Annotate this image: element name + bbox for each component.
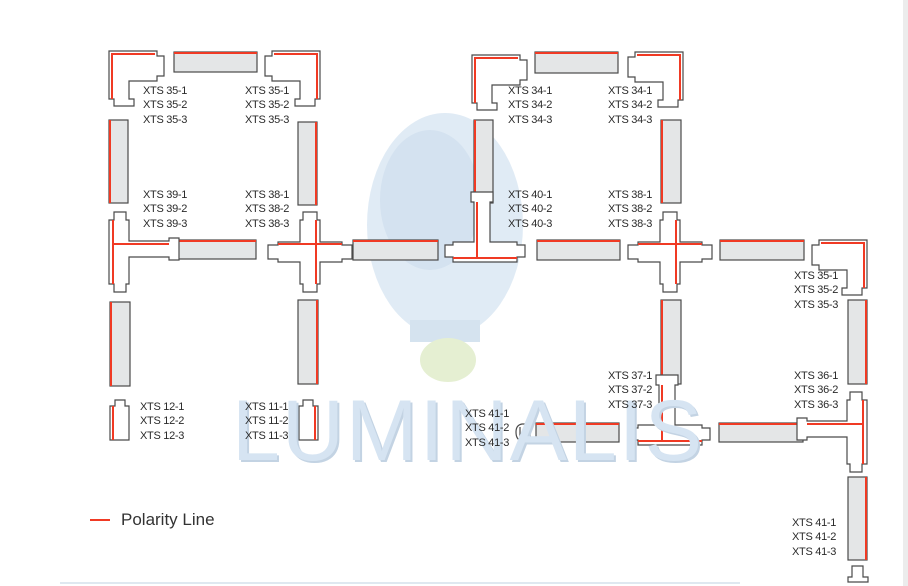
part-number: XTS 11-2: [245, 415, 289, 428]
part-number: XTS 35-2: [143, 99, 188, 112]
part-number: XTS 40-1: [508, 189, 553, 201]
l-connector: [264, 50, 321, 107]
l-connector: [108, 50, 165, 107]
end-feed: [298, 399, 319, 441]
part-number: XTS 35-1: [245, 85, 290, 97]
legend-label: Polarity Line: [121, 510, 215, 529]
legend: Polarity Line: [90, 510, 215, 530]
part-number: XTS 37-1: [608, 370, 653, 382]
straight-track: [108, 119, 129, 204]
straight-track: [534, 51, 619, 74]
page-edge-strip: [903, 0, 908, 586]
bottom-rule: [60, 582, 740, 584]
straight-track: [719, 239, 805, 261]
t-connector: [629, 374, 711, 446]
straight-track: [660, 299, 682, 385]
straight-track: [847, 299, 868, 385]
part-number: XTS 34-3: [508, 113, 553, 126]
l-connector: [471, 54, 528, 111]
part-number: XTS 34-3: [608, 113, 653, 126]
watermark-brand: LUMINALIS: [232, 383, 705, 479]
l-connector: [811, 239, 868, 296]
straight-track: [297, 299, 319, 385]
end-cap: [515, 423, 531, 442]
straight-track: [473, 119, 494, 204]
part-number: XTS 41-3: [465, 436, 510, 449]
part-number: XTS 38-2: [245, 203, 290, 216]
straight-track: [660, 119, 682, 204]
part-number: XTS 35-3: [794, 298, 839, 311]
part-number: XTS 40-3: [508, 217, 553, 230]
part-number: XTS 34-2: [508, 99, 553, 112]
l-connector: [627, 51, 684, 108]
part-number: XTS 11-1: [245, 401, 289, 413]
straight-track: [171, 239, 257, 260]
end-feed: [109, 399, 130, 441]
t-connector: [796, 391, 868, 473]
part-number: XTS 39-3: [143, 217, 188, 230]
part-number: XTS 39-1: [143, 189, 188, 201]
part-number: XTS 38-1: [245, 189, 290, 201]
t-connector: [108, 211, 180, 293]
part-number: XTS 12-2: [140, 415, 185, 428]
part-number: XTS 12-3: [140, 429, 185, 442]
straight-track: [352, 239, 439, 261]
part-number: XTS 34-1: [508, 85, 553, 97]
part-number: XTS 35-2: [245, 99, 290, 112]
part-number: XTS 36-1: [794, 370, 839, 382]
straight-track: [109, 301, 131, 387]
part-number: XTS 35-1: [794, 270, 839, 282]
part-number: XTS 38-1: [608, 189, 653, 201]
straight-track: [718, 422, 804, 443]
part-number: XTS 34-2: [608, 99, 653, 112]
straight-track: [173, 51, 258, 73]
part-number: XTS 41-1: [792, 517, 837, 529]
part-number: XTS 37-3: [608, 398, 653, 411]
part-number: XTS 41-2: [465, 422, 510, 435]
part-number: XTS 36-2: [794, 384, 839, 397]
part-number: XTS 38-3: [245, 217, 290, 230]
part-number: XTS 35-1: [143, 85, 188, 97]
straight-track: [536, 239, 621, 261]
polarity-line-swatch: [90, 519, 110, 521]
part-number: XTS 41-3: [792, 545, 837, 558]
x-connector: [267, 211, 353, 293]
part-number: XTS 38-3: [608, 217, 653, 230]
part-number: XTS 36-3: [794, 398, 839, 411]
straight-track: [535, 422, 620, 443]
part-number: XTS 40-2: [508, 203, 553, 216]
part-number: XTS 37-2: [608, 384, 653, 397]
part-number: XTS 34-1: [608, 85, 653, 97]
t-connector: [444, 191, 526, 263]
x-connector: [627, 211, 713, 293]
part-number: XTS 39-2: [143, 203, 188, 216]
straight-track: [847, 476, 868, 561]
part-number: XTS 11-3: [245, 429, 289, 442]
part-number: XTS 35-3: [143, 113, 188, 126]
end-cap: [847, 565, 869, 583]
part-number: XTS 38-2: [608, 203, 653, 216]
part-number: XTS 12-1: [140, 401, 185, 413]
part-number: XTS 35-3: [245, 113, 290, 126]
part-number: XTS 41-1: [465, 408, 510, 420]
part-number: XTS 41-2: [792, 531, 837, 544]
part-number: XTS 35-2: [794, 284, 839, 297]
straight-track: [297, 121, 318, 206]
